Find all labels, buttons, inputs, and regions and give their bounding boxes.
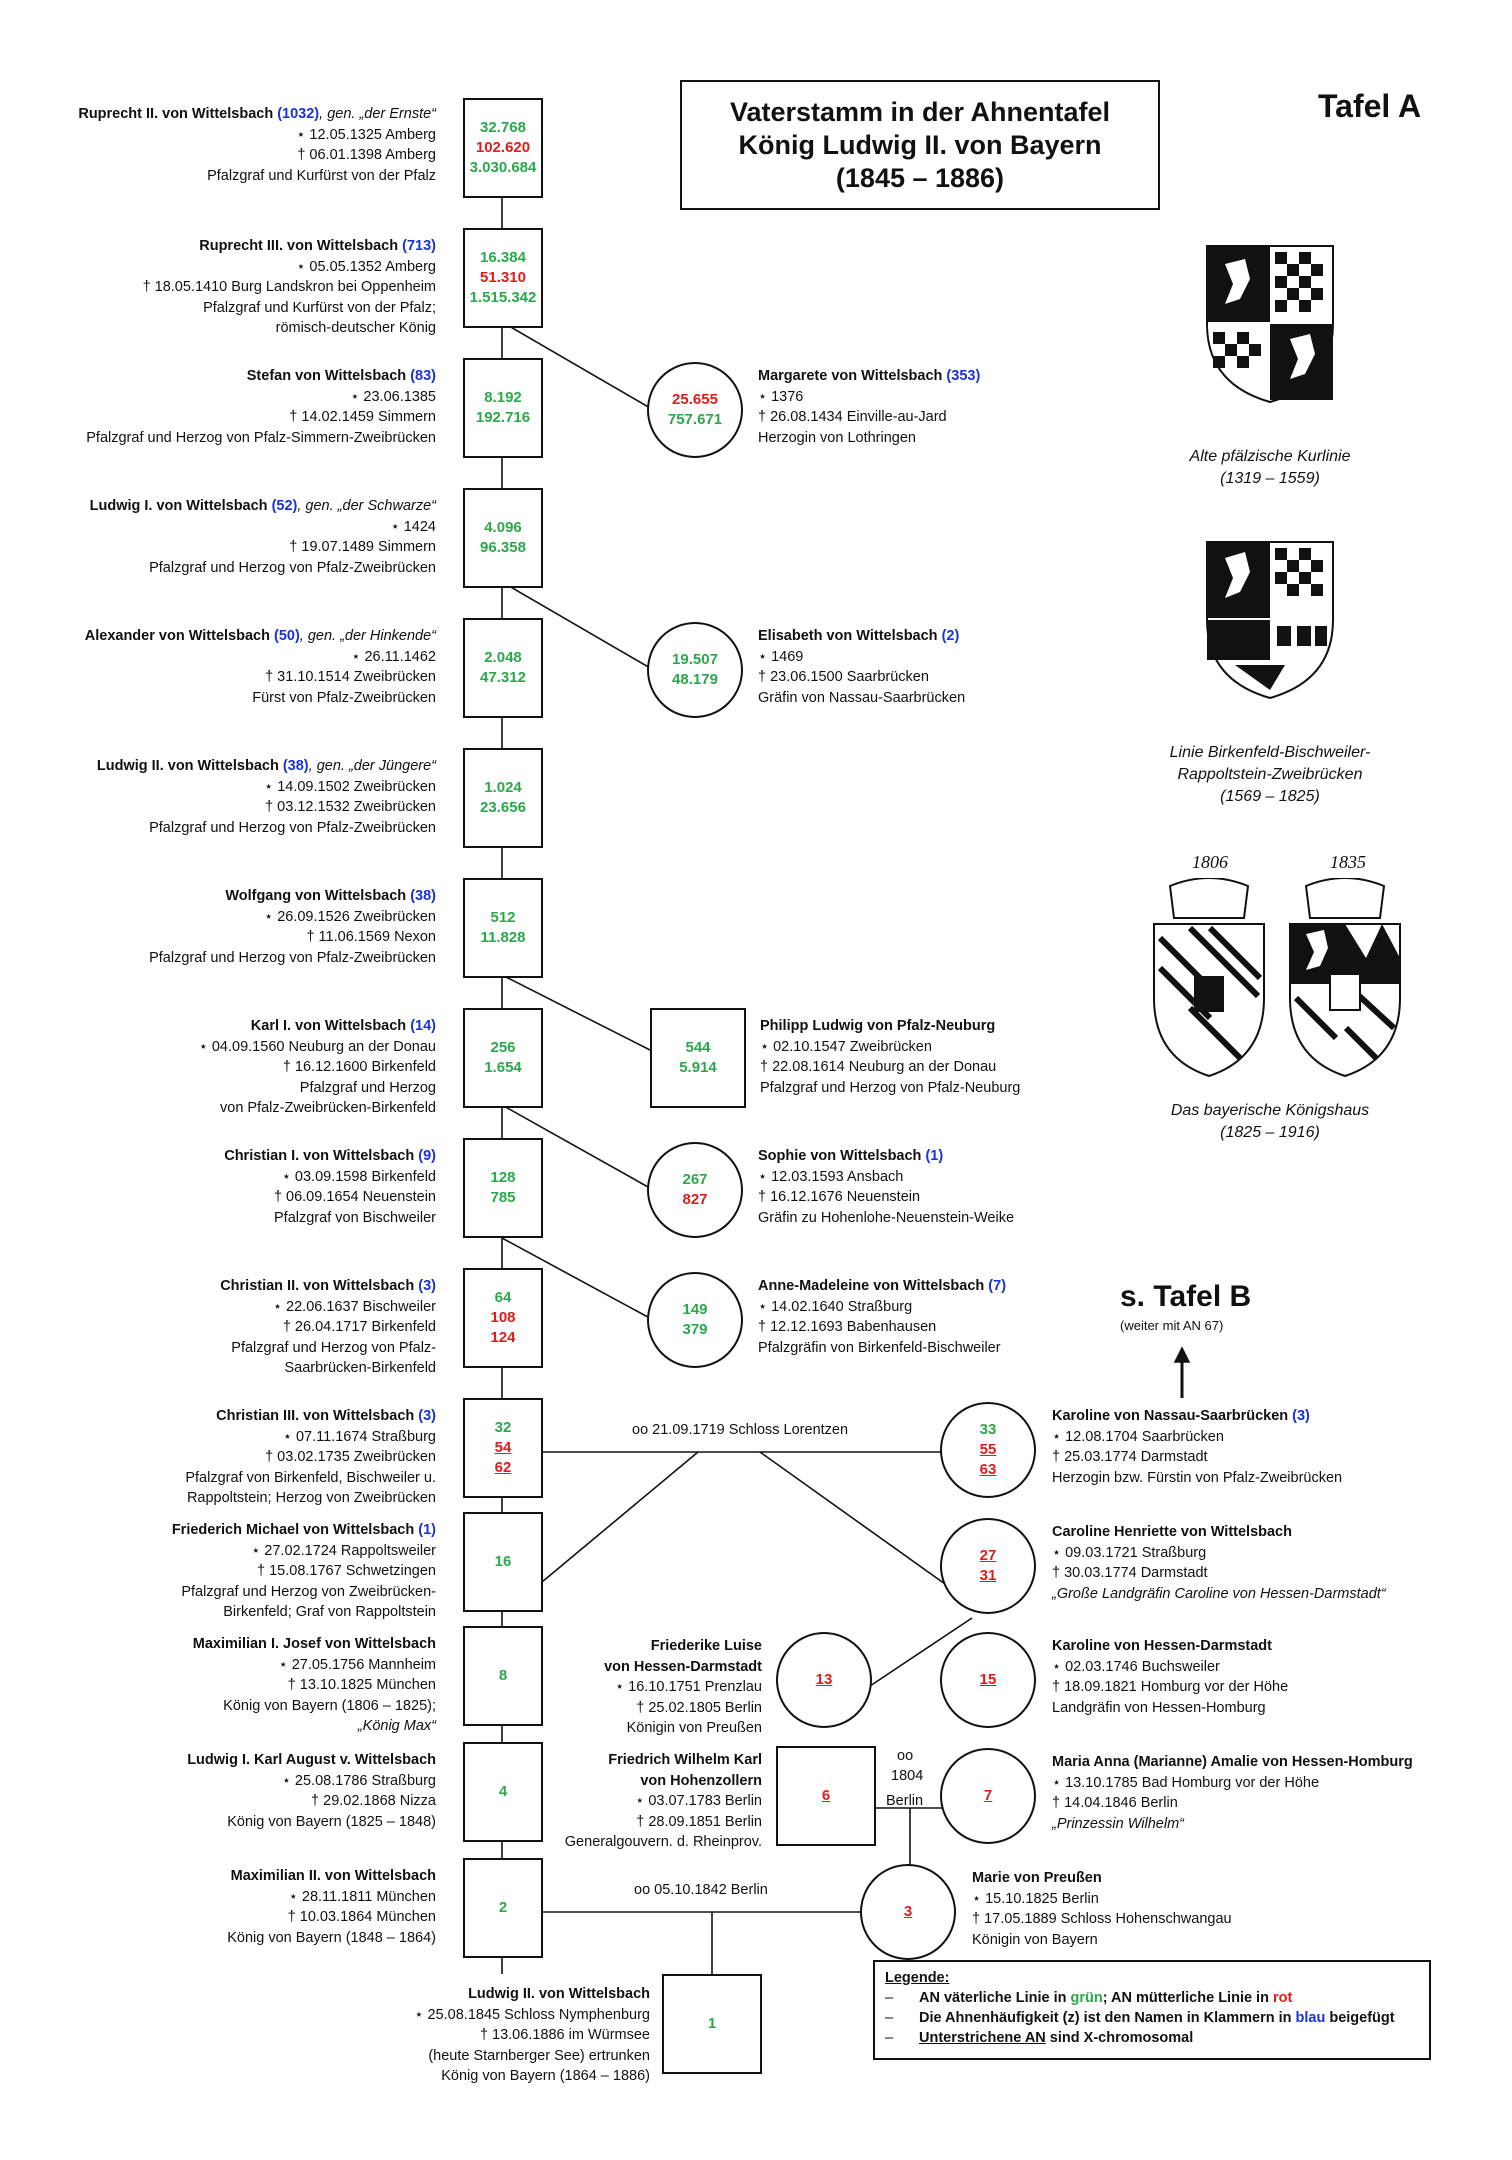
- person-box-16[interactable]: 16: [463, 1512, 543, 1612]
- person-info-ludwig-i-karl-august: Ludwig I. Karl August v. Wittelsbach ⋆ 2…: [187, 1752, 436, 1830]
- page-title: Vaterstamm in der Ahnentafel König Ludwi…: [680, 80, 1160, 210]
- link-w2: [501, 581, 658, 673]
- person-circle-13[interactable]: 13: [776, 1632, 872, 1728]
- person-info-ruprecht-iii: Ruprecht III. von Wittelsbach (713) ⋆ 05…: [142, 238, 436, 336]
- crest-year-1806: 1806: [1192, 852, 1228, 872]
- legend: Legende: – AN väterliche Linie in grün; …: [873, 1960, 1431, 2060]
- person-info-christian-iii: Christian III. von Wittelsbach (3) ⋆ 07.…: [185, 1408, 436, 1506]
- tafel-label: Tafel A: [1318, 88, 1422, 124]
- person-info-ludwig-ii-king: Ludwig II. von Wittelsbach ⋆ 25.08.1845 …: [414, 1986, 650, 2084]
- person-box-8[interactable]: 8: [463, 1626, 543, 1726]
- marriage-label-1842: oo 05.10.1842 Berlin: [634, 1882, 768, 1898]
- crest-caption-3: Das bayerische Königshaus(1825 – 1916): [1170, 1102, 1370, 1141]
- legend-row-x-chromosomal: – Unterstrichene AN sind X-chromosomal: [885, 2030, 1194, 2046]
- legend-title: Legende:: [885, 1970, 950, 1986]
- title-line3: (1845 – 1886): [835, 162, 1005, 193]
- person-info-alexander: Alexander von Wittelsbach (50), gen. „de…: [84, 628, 436, 706]
- palatinate-crest-icon: [1206, 245, 1334, 404]
- person-box-2[interactable]: 2: [463, 1858, 543, 1958]
- marriage-label-1719: oo 21.09.1719 Schloss Lorentzen: [632, 1422, 849, 1438]
- person-info-elisabeth: Elisabeth von Wittelsbach (2) ⋆ 1469† 23…: [758, 628, 966, 706]
- person-info-maximilian-ii: Maximilian II. von Wittelsbach ⋆ 28.11.1…: [227, 1868, 436, 1946]
- bavaria-crest-1806-icon: [1153, 878, 1265, 1078]
- person-info-philipp-ludwig: Philipp Ludwig von Pfalz-Neuburg ⋆ 02.10…: [760, 1018, 1021, 1096]
- crest-caption-1: Alte pfälzische Kurlinie(1319 – 1559): [1189, 448, 1351, 487]
- person-info-ludwig-i-schwarze: Ludwig I. von Wittelsbach (52), gen. „de…: [89, 498, 436, 576]
- person-info-wolfgang: Wolfgang von Wittelsbach (38) ⋆ 26.09.15…: [149, 888, 436, 966]
- title-line2: König Ludwig II. von Bayern: [738, 129, 1102, 160]
- person-info-christian-i: Christian I. von Wittelsbach (9) ⋆ 03.09…: [224, 1148, 436, 1226]
- legend-row-colors: – AN väterliche Linie in grün; AN mütter…: [885, 1990, 1293, 2006]
- person-info-karoline-nassau: Karoline von Nassau-Saarbrücken (3) ⋆ 12…: [1052, 1408, 1343, 1486]
- person-info-ludwig-ii-juengere: Ludwig II. von Wittelsbach (38), gen. „d…: [96, 758, 436, 836]
- link-w5: [501, 1237, 658, 1323]
- person-info-marie-preussen: Marie von Preußen ⋆ 15.10.1825 Berlin† 1…: [972, 1870, 1232, 1948]
- marriage-place-1804: Berlin: [886, 1793, 924, 1809]
- marriage-year-1804: 1804: [891, 1768, 924, 1784]
- person-info-ruprecht-ii: Ruprecht II. von Wittelsbach (1032), gen…: [78, 106, 436, 184]
- person-info-maximilian-i: Maximilian I. Josef von Wittelsbach ⋆ 27…: [192, 1636, 436, 1734]
- see-tafel-b: s. Tafel B: [1120, 1280, 1252, 1313]
- link-w4: [501, 1104, 658, 1193]
- person-info-stefan: Stefan von Wittelsbach (83) ⋆ 23.06.1385…: [86, 368, 436, 446]
- marriage-symbol-1804: oo: [897, 1748, 914, 1764]
- crest-caption-2: Linie Birkenfeld-Bischweiler-Rappoltstei…: [1169, 744, 1371, 805]
- person-circle-15[interactable]: 15: [940, 1632, 1036, 1728]
- person-box-4[interactable]: 4: [463, 1742, 543, 1842]
- crest-year-1835: 1835: [1330, 852, 1366, 872]
- bavaria-crest-1835-icon: [1289, 878, 1401, 1078]
- title-line1: Vaterstamm in der Ahnentafel: [729, 96, 1111, 127]
- birkenfeld-crest-icon: [1206, 541, 1334, 700]
- person-info-margarete: Margarete von Wittelsbach (353) ⋆ 1376† …: [758, 368, 981, 446]
- person-info-anne-madeleine: Anne-Madeleine von Wittelsbach (7) ⋆ 14.…: [758, 1278, 1007, 1356]
- person-box-6[interactable]: 6: [776, 1746, 876, 1846]
- person-info-friederich-michael: Friederich Michael von Wittelsbach (1) ⋆…: [171, 1522, 436, 1620]
- link-w1: [501, 321, 658, 413]
- person-circle-3[interactable]: 3: [860, 1864, 956, 1960]
- person-info-christian-ii: Christian II. von Wittelsbach (3) ⋆ 22.0…: [220, 1278, 436, 1376]
- person-info-maria-anna: Maria Anna (Marianne) Amalie von Hessen-…: [1052, 1754, 1413, 1832]
- see-tafel-note: (weiter mit AN 67): [1120, 1318, 1224, 1333]
- legend-row-frequency: – Die Ahnenhäufigkeit (z) ist den Namen …: [885, 2010, 1395, 2026]
- link-w3: [501, 974, 651, 1051]
- person-info-karl-i: Karl I. von Wittelsbach (14) ⋆ 04.09.156…: [198, 1018, 436, 1116]
- person-info-karoline-hessen: Karoline von Hessen-Darmstadt ⋆ 02.03.17…: [1052, 1638, 1289, 1716]
- person-info-sophie: Sophie von Wittelsbach (1) ⋆ 12.03.1593 …: [758, 1148, 1015, 1226]
- person-info-caroline-henriette: Caroline Henriette von Wittelsbach ⋆ 09.…: [1052, 1524, 1386, 1602]
- person-box-1[interactable]: 1: [662, 1974, 762, 2074]
- person-circle-7[interactable]: 7: [940, 1748, 1036, 1844]
